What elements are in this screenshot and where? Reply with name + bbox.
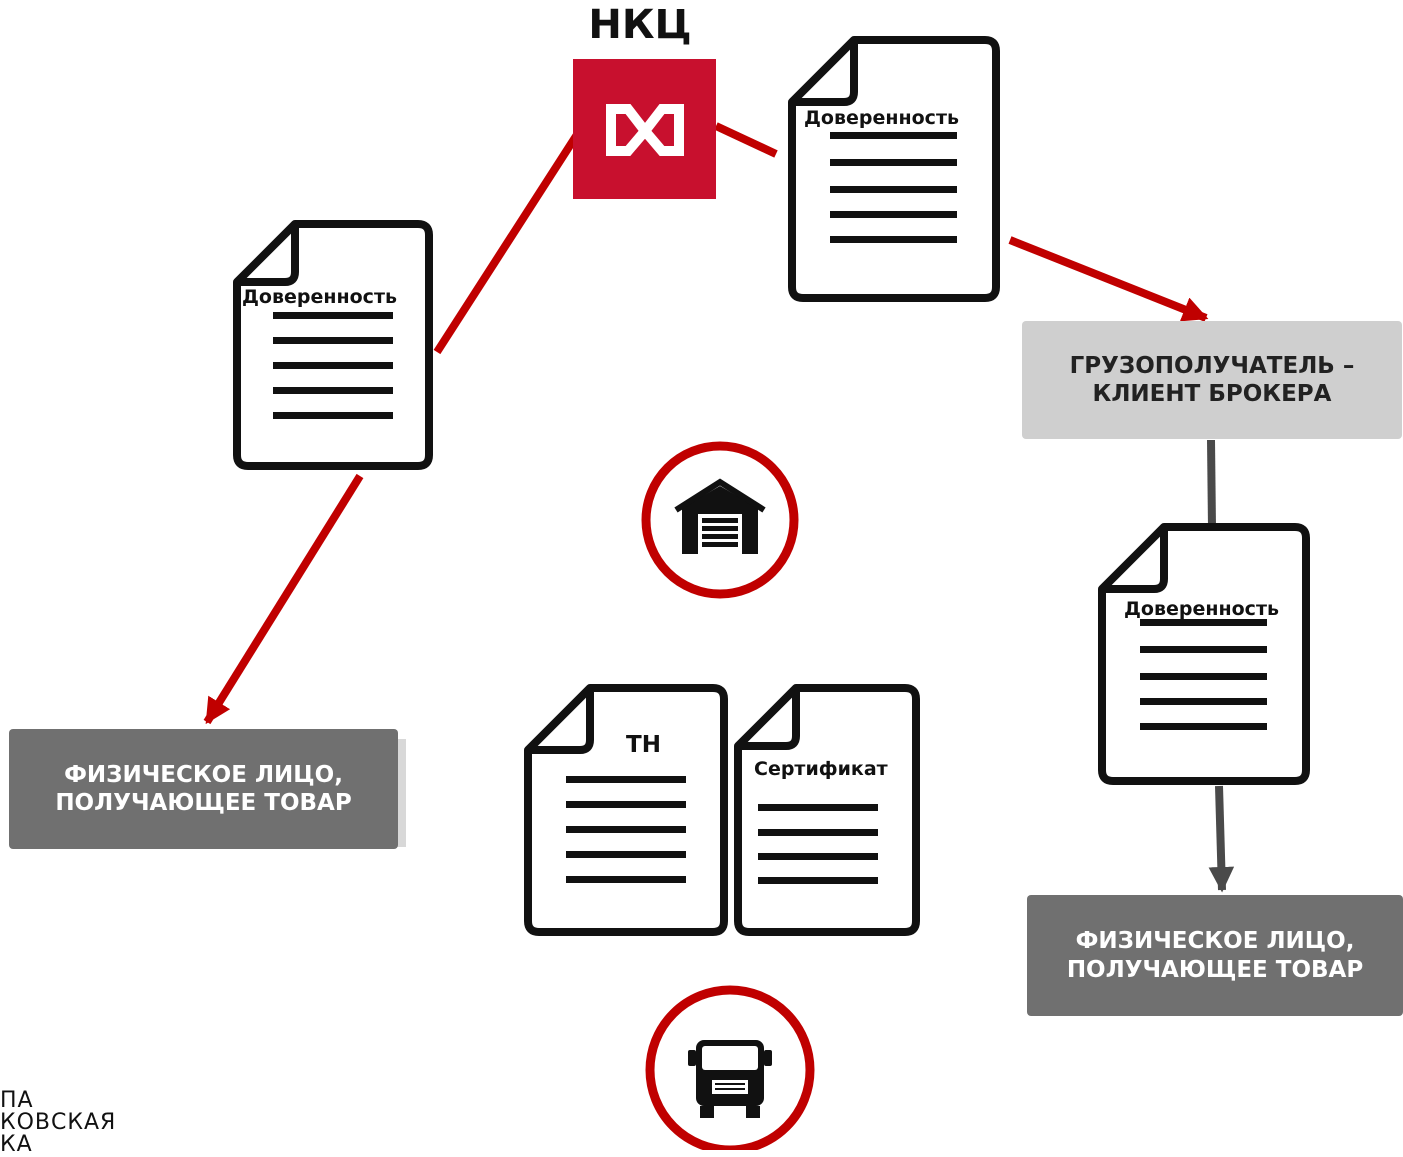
nkc-title: НКЦ: [588, 2, 692, 48]
line-consignee-to-doc: [1207, 439, 1216, 529]
arrow-doc-to-individual: [1208, 785, 1235, 893]
doc-label: Доверенность: [1124, 598, 1279, 620]
document-icon: [734, 684, 920, 936]
arrow-doc-to-consignee: [1008, 236, 1209, 322]
group-logo-line: КА: [0, 1132, 33, 1157]
individual-right-box: ФИЗИЧЕСКОЕ ЛИЦО, ПОЛУЧАЮЩЕЕ ТОВАР: [1027, 895, 1403, 1016]
consignee-box: ГРУЗОПОЛУЧАТЕЛЬ – КЛИЕНТ БРОКЕРА: [1022, 321, 1402, 439]
doc-certificate: Сертификат: [734, 684, 920, 936]
doc-tn: ТН: [524, 684, 728, 936]
group-logo-text: ПА КОВСКАЯ КА: [0, 1090, 116, 1156]
doc-label: Доверенность: [242, 286, 397, 308]
individual-left-box: ФИЗИЧЕСКОЕ ЛИЦО, ПОЛУЧАЮЩЕЕ ТОВАР: [9, 729, 398, 849]
truck-icon: [640, 980, 820, 1155]
doc-power-of-attorney-left: Доверенность: [233, 220, 433, 470]
document-icon: [233, 220, 433, 470]
doc-label: Сертификат: [754, 758, 888, 780]
group-logo-line: КОВСКАЯ: [0, 1110, 117, 1135]
arrow-left-doc-to-individual: [203, 473, 364, 725]
document-icon: [1098, 523, 1310, 785]
line-nkc-to-left-doc: [433, 130, 582, 355]
warehouse-icon: [636, 436, 804, 608]
document-icon: [788, 36, 1000, 302]
line-nkc-to-right-doc: [714, 122, 778, 158]
group-logo-line: ПА: [0, 1088, 34, 1113]
doc-label: ТН: [626, 732, 661, 758]
doc-power-of-attorney-top-right: Доверенность: [788, 36, 1000, 302]
doc-power-of-attorney-right: Доверенность: [1098, 523, 1310, 785]
doc-label: Доверенность: [804, 107, 959, 129]
document-icon: [524, 684, 728, 936]
moex-logo-icon: [573, 59, 716, 199]
